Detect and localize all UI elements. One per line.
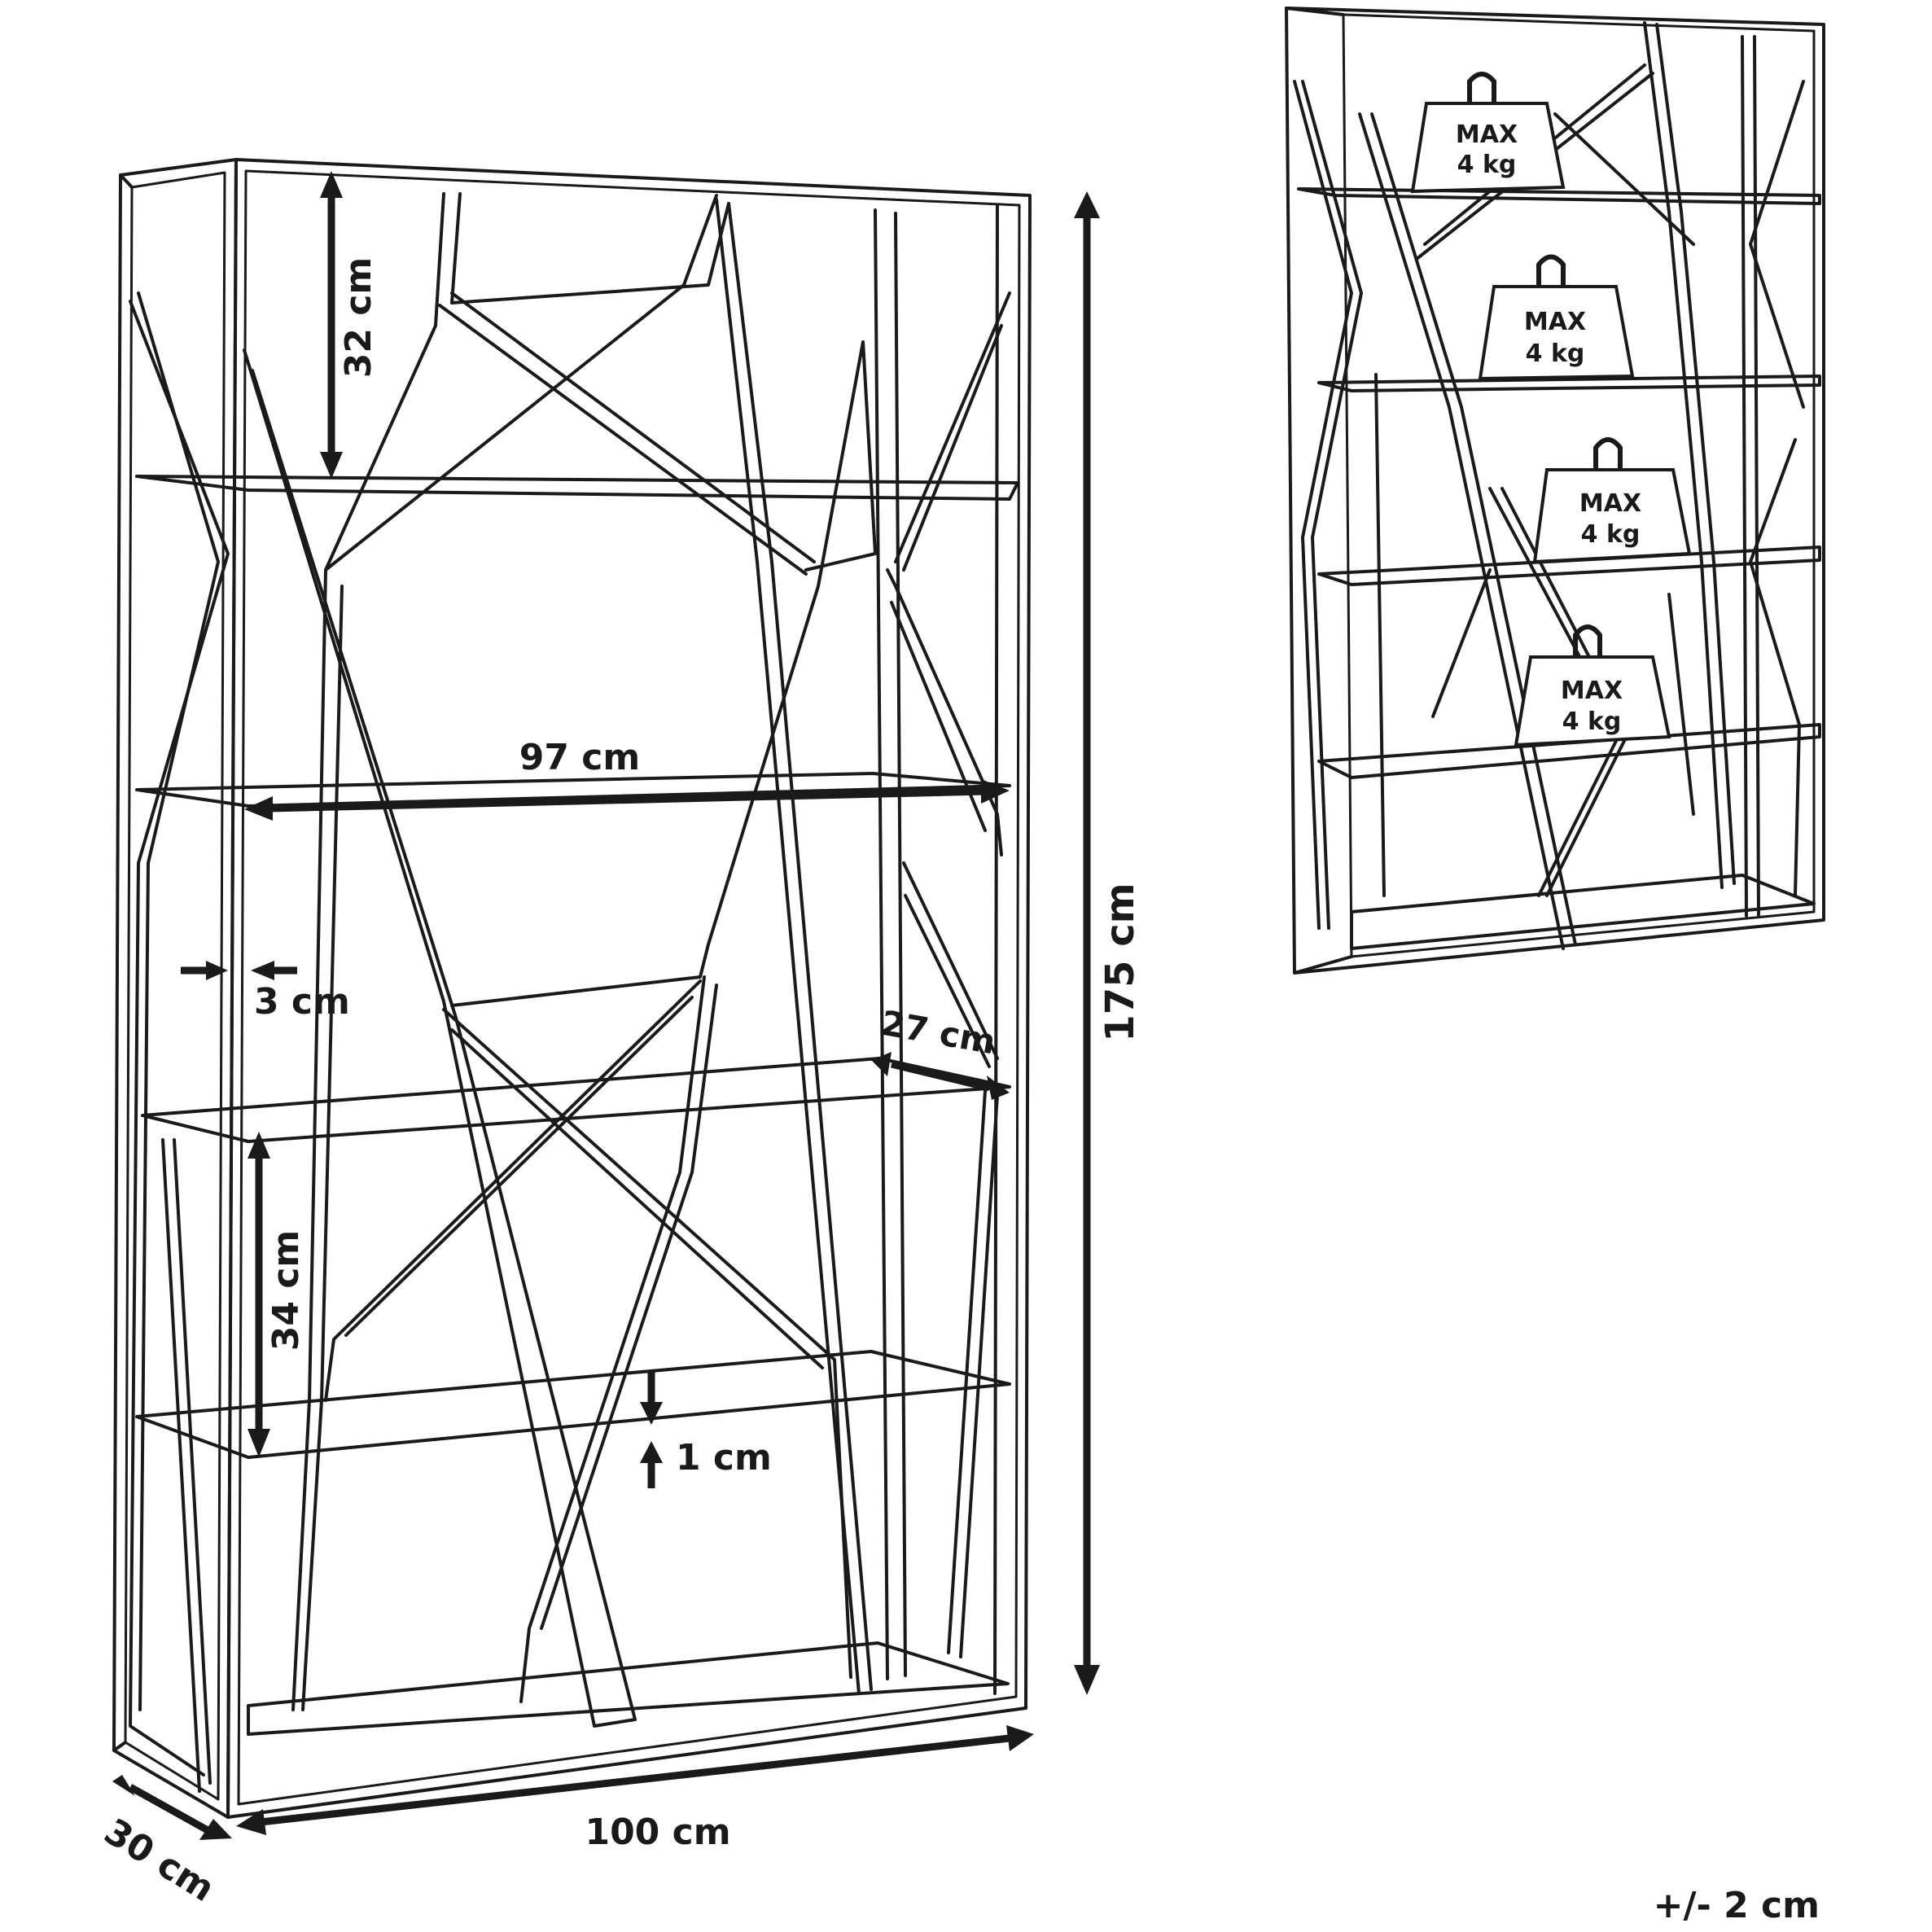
label-width: 100 cm (585, 1812, 730, 1853)
load-weight-3-line1: MAX (1579, 489, 1641, 518)
shelf-1 (135, 475, 1019, 501)
dim-arrow-height (1074, 191, 1100, 1695)
load-weight-1: MAX 4 kg (1410, 72, 1566, 194)
label-tolerance: +/- 2 cm (1654, 1885, 1820, 1926)
shelf-2 (135, 772, 1011, 808)
label-shelf-width: 97 cm (519, 737, 640, 778)
dim-arrow-depth (112, 1775, 232, 1840)
load-weight-4: MAX 4 kg (1514, 624, 1671, 747)
shelf-3 (141, 1057, 1011, 1143)
dimension-arrows (112, 171, 1100, 1840)
load-weight-3: MAX 4 kg (1532, 437, 1692, 564)
shelf-bottom (247, 1641, 1010, 1736)
load-weight-2-line2: 4 kg (1526, 340, 1585, 368)
load-weight-4-line1: MAX (1561, 677, 1623, 705)
shelf-load-view (1285, 7, 1825, 975)
label-shelf-thickness: 1 cm (676, 1437, 772, 1479)
label-shelf-depth: 27 cm (878, 1003, 998, 1062)
load-weight-1-line1: MAX (1456, 120, 1518, 149)
frame-left-side (112, 158, 238, 1819)
dim-arrow-shelf-depth (871, 1052, 1010, 1100)
load-weight-4-line2: 4 kg (1562, 708, 1622, 736)
load-weight-1-line2: 4 kg (1457, 151, 1517, 179)
label-top-gap: 32 cm (338, 257, 379, 378)
dim-arrow-shelf-width (244, 779, 1010, 821)
dim-arrow-top-gap (320, 171, 343, 479)
load-weight-2: MAX 4 kg (1478, 254, 1635, 381)
small-frame-outer (1285, 7, 1825, 975)
frame-left-side-inner (124, 171, 226, 1801)
load-weight-3-line2: 4 kg (1581, 520, 1641, 549)
shelf-4 (135, 1350, 1011, 1459)
shelf-front-view (112, 158, 1032, 1819)
load-weight-2-line1: MAX (1524, 308, 1586, 336)
dim-arrow-frame-thickness (181, 961, 297, 980)
dim-arrow-width (236, 1725, 1034, 1835)
label-height: 175 cm (1097, 883, 1143, 1041)
dim-arrow-shelf-thickness (640, 1372, 663, 1488)
label-frame-thickness: 3 cm (254, 981, 350, 1023)
label-lower-gap: 34 cm (265, 1230, 307, 1351)
dim-arrow-lower-gap (248, 1132, 270, 1457)
small-shelf-bottom (1350, 874, 1816, 950)
frame-inner-front (237, 169, 1021, 1806)
